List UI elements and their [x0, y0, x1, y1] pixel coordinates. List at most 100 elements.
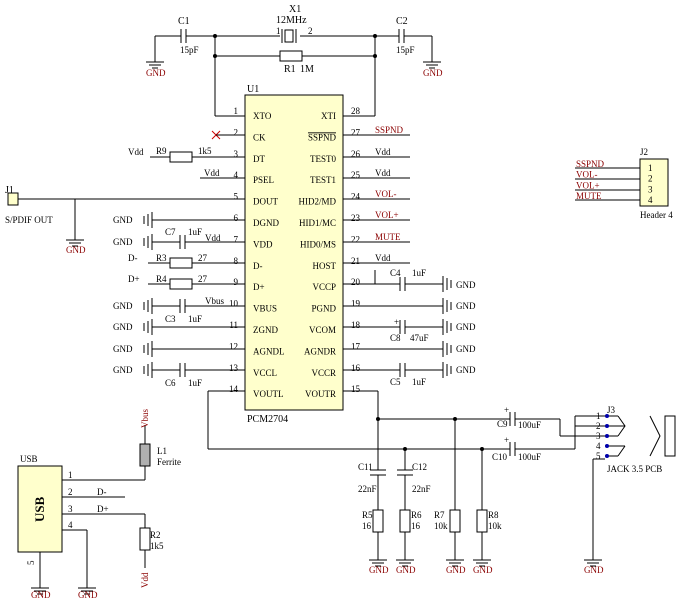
x1-value: 12MHz — [276, 15, 307, 26]
usb-pin-3: 3 — [68, 504, 73, 514]
u1-pin-name-21: HOST — [312, 261, 336, 271]
u1-pin-num-8: 8 — [234, 256, 239, 266]
volminus-label: VOL- — [375, 189, 397, 199]
u1-pin-num-21: 21 — [351, 256, 360, 266]
u1-pin-name-4: PSEL — [253, 175, 274, 185]
c6-ref: C6 — [165, 378, 176, 388]
u1-pin-name-15: VOUTR — [305, 389, 336, 399]
u1-pin-num-23: 23 — [351, 213, 361, 223]
c9-plus: + — [504, 405, 509, 415]
j2-pin-4: 4 — [648, 195, 653, 205]
u1-pin-num-11: 11 — [229, 320, 238, 330]
resistor-r9 — [169, 151, 193, 163]
usb-dminus-label: D- — [97, 487, 107, 497]
u1-pin-name-20: VCCP — [312, 282, 336, 292]
usb-pins: 1 2 3 4 5 — [26, 470, 73, 565]
j2-net-4: MUTE — [576, 191, 602, 201]
u1-pin-num-22: 22 — [351, 234, 360, 244]
r9-value: 1k5 — [198, 146, 212, 156]
c5-ref: C5 — [390, 377, 401, 387]
c5-value: 1uF — [412, 377, 426, 387]
u1-pin-num-15: 15 — [351, 384, 361, 394]
u1-pin-name-9: D+ — [253, 282, 265, 292]
header-j2-section — [575, 158, 669, 207]
u1-pin-num-7: 7 — [234, 234, 239, 244]
resistor-r6 — [399, 509, 411, 533]
gnd-label-r7: GND — [446, 565, 466, 575]
c2-value: 15pF — [396, 45, 415, 55]
u1-pin-num-17: 17 — [351, 341, 361, 351]
u1-pin-num-24: 24 — [351, 192, 361, 202]
dplus-label: D+ — [128, 274, 140, 284]
sspnd-label: SSPND — [375, 125, 404, 135]
j2-label: Header 4 — [640, 210, 673, 220]
r5-ref: R5 — [362, 510, 373, 520]
vdd-label-pin26: Vdd — [375, 147, 391, 157]
gnd-label-usb4: GND — [78, 590, 98, 600]
u1-pin-num-27: 27 — [351, 127, 361, 137]
gnd-label-usb5: GND — [31, 590, 51, 600]
u1-pin-name-10: VBUS — [253, 304, 277, 314]
u1-pin-name-7: VDD — [253, 239, 273, 249]
r2-ref: R2 — [150, 530, 161, 540]
c12-ref: C12 — [412, 462, 427, 472]
gnd-label-pin18: GND — [456, 322, 476, 332]
dminus-label: D- — [128, 253, 138, 263]
usb-pin-1: 1 — [68, 470, 73, 480]
c6-value: 1uF — [188, 378, 202, 388]
u1-ref: U1 — [247, 84, 259, 95]
vdd-label-pin25: Vdd — [375, 168, 391, 178]
r7-value: 10k — [434, 521, 448, 531]
c9-ref: C9 — [497, 419, 508, 429]
vbus-label-pin10: Vbus — [205, 296, 224, 306]
u1-pin-name-1: XTO — [253, 111, 272, 121]
gnd-label-pin17: GND — [456, 344, 476, 354]
usb-pin-5: 5 — [26, 560, 36, 565]
r9-ref: R9 — [156, 146, 167, 156]
gnd-label-pin6: GND — [113, 215, 133, 225]
resistor-r3 — [169, 257, 193, 269]
j3-ref: J3 — [607, 405, 616, 415]
gnd-label-pin10: GND — [113, 301, 133, 311]
resistor-r2 — [139, 527, 151, 551]
u1-pin-num-25: 25 — [351, 170, 361, 180]
r7-ref: R7 — [434, 510, 445, 520]
usb-connector — [17, 465, 63, 553]
usb-pin-2: 2 — [68, 487, 73, 497]
j2-pin-1: 1 — [648, 163, 653, 173]
header-j2 — [639, 158, 669, 207]
c4-value: 1uF — [412, 268, 426, 278]
u1-pin-name-26: TEST0 — [310, 154, 336, 164]
u1-pin-num-14: 14 — [229, 384, 239, 394]
j2-pin-3: 3 — [648, 184, 653, 194]
c8-ref: C8 — [390, 333, 401, 343]
usb-pin-4: 4 — [68, 520, 73, 530]
output-section — [368, 412, 676, 567]
gnd-label-pin11: GND — [113, 322, 133, 332]
u1-pin-num-4: 4 — [234, 170, 239, 180]
gnd-label-jack: GND — [584, 565, 604, 575]
u1-pin-name-17: AGNDR — [304, 346, 336, 356]
j3-pin-1: 1 — [596, 411, 601, 421]
u1-pin-num-18: 18 — [351, 320, 361, 330]
c10-ref: C10 — [492, 452, 508, 462]
r6-ref: R6 — [411, 510, 422, 520]
usb-vbus-label: Vbus — [140, 409, 150, 428]
u1-pin-name-8: D- — [253, 261, 263, 271]
u1-pin-name-25: TEST1 — [310, 175, 336, 185]
gnd-label-pin12: GND — [113, 344, 133, 354]
c11-value: 22nF — [358, 484, 377, 494]
j3-pin-2: 2 — [596, 421, 601, 431]
gnd-label-pin13: GND — [113, 365, 133, 375]
r3-ref: R3 — [156, 253, 167, 263]
u1-pin-num-3: 3 — [234, 149, 239, 159]
c3-ref: C3 — [165, 314, 176, 324]
j2-pin-2: 2 — [648, 174, 653, 184]
j3-pin-5: 5 — [596, 451, 601, 461]
c10-plus: + — [504, 435, 509, 445]
c10-value: 100uF — [518, 452, 541, 462]
usb-ref: USB — [20, 454, 38, 464]
u1-pin-name-11: ZGND — [253, 325, 278, 335]
